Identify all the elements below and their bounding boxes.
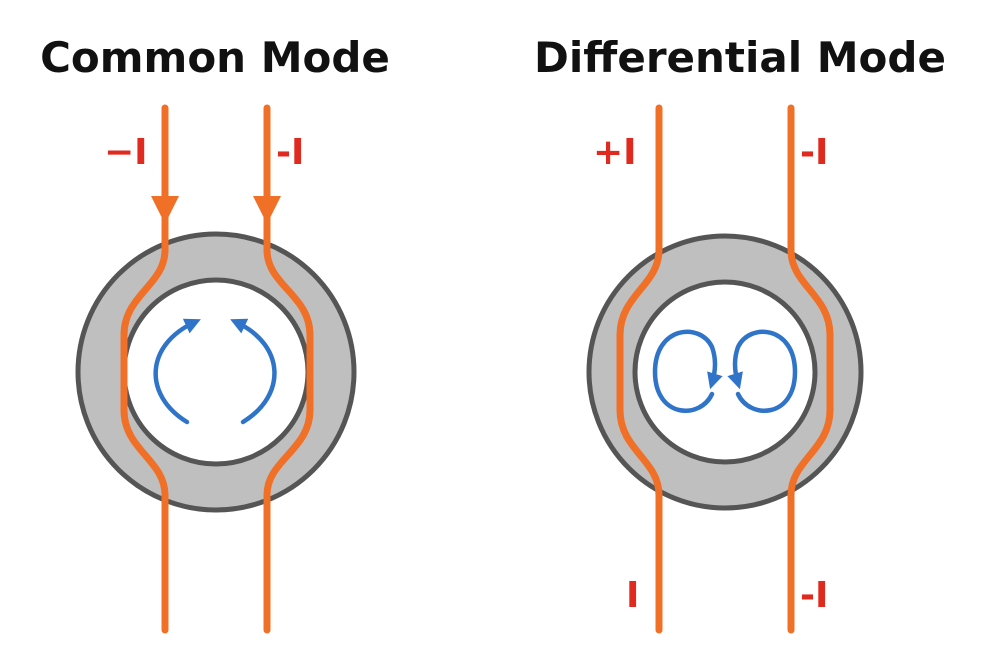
differential-mode-flux — [652, 329, 798, 413]
common-mode-title: Common Mode — [40, 33, 390, 82]
differential-mode-bottom-right-current-label: -I — [800, 575, 828, 616]
core-inner-hole — [632, 279, 818, 465]
differential-mode-core — [586, 233, 864, 511]
common-mode-panel: Common Mode −I -I — [40, 33, 390, 634]
differential-mode-panel: Differential Mode +I -I I -I — [534, 33, 946, 634]
common-mode-flux-arrow-left — [153, 318, 201, 425]
core-inner-hole — [121, 277, 311, 467]
common-mode-flux — [153, 318, 277, 425]
differential-mode-flux-loop-left — [652, 329, 723, 413]
common-mode-wires — [120, 104, 314, 634]
differential-mode-right-wire — [787, 104, 834, 634]
differential-mode-top-left-current-label: +I — [593, 132, 637, 173]
common-mode-right-current-label: -I — [276, 132, 304, 173]
differential-mode-top-right-current-label: -I — [800, 132, 828, 173]
common-mode-left-current-label: −I — [104, 132, 148, 173]
differential-mode-flux-loop-right — [727, 329, 798, 413]
common-mode-left-wire — [120, 104, 169, 634]
common-mode-right-arrowhead — [253, 196, 281, 224]
common-mode-flux-arrow-right — [230, 318, 277, 425]
differential-mode-title: Differential Mode — [534, 33, 946, 82]
differential-mode-left-wire — [616, 104, 663, 634]
differential-mode-bottom-left-current-label: I — [626, 575, 639, 616]
common-mode-left-arrowhead — [151, 196, 179, 224]
common-mode-right-wire — [263, 104, 314, 634]
differential-mode-wires — [616, 104, 834, 634]
